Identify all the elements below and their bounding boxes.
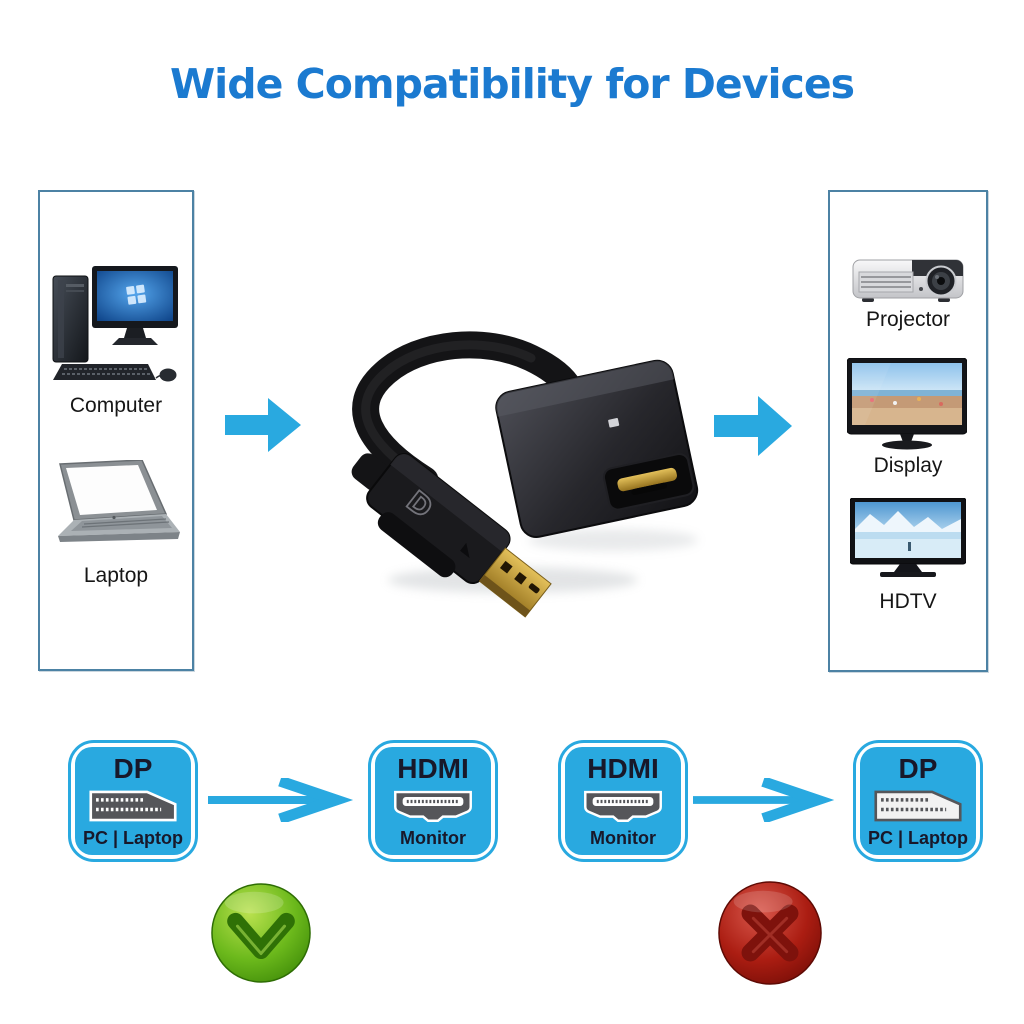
dp-connector-icon	[89, 790, 177, 822]
arrow-right-icon	[693, 778, 835, 822]
badge-subtitle-monitor: Monitor	[400, 828, 466, 848]
source-devices-panel: Computer Laptop	[38, 190, 194, 671]
badge-title-dp: DP	[113, 753, 153, 784]
hdmi-connector-icon	[394, 790, 472, 822]
badge-subtitle-monitor: Monitor	[590, 828, 656, 848]
badge-dp-source: DP PC | Laptop	[68, 740, 198, 862]
device-label-laptop: Laptop	[83, 564, 149, 587]
badge-dp-target: DP PC | Laptop	[853, 740, 983, 862]
hdmi-housing	[495, 359, 699, 538]
arrow-right-icon	[714, 396, 792, 456]
check-icon	[211, 883, 311, 983]
arrow-right-icon	[208, 778, 354, 822]
badge-hdmi-source: HDMI Monitor	[558, 740, 688, 862]
badge-title-hdmi: HDMI	[397, 753, 469, 784]
hdtv-icon	[850, 498, 966, 577]
badge-subtitle-pc-laptop: PC | Laptop	[867, 828, 969, 848]
badge-subtitle-pc-laptop: PC | Laptop	[82, 828, 184, 848]
hdmi-connector-icon	[584, 790, 662, 822]
target-devices-panel: Projector Display	[828, 190, 988, 672]
arrow-right-icon	[225, 398, 301, 452]
device-label-projector: Projector	[865, 308, 951, 331]
projector-icon	[852, 259, 964, 302]
device-label-computer: Computer	[69, 394, 163, 417]
badge-title-hdmi: HDMI	[587, 753, 659, 784]
display-icon	[847, 358, 967, 450]
device-label-hdtv: HDTV	[879, 590, 937, 613]
badge-hdmi-target: HDMI Monitor	[368, 740, 498, 862]
laptop-icon	[58, 460, 180, 542]
device-label-display: Display	[873, 454, 943, 477]
page-title: Wide Compatibility for Devices	[169, 60, 855, 108]
dp-plug: D	[351, 453, 552, 618]
desktop-computer-icon	[52, 266, 178, 382]
dp-connector-icon	[874, 790, 962, 822]
badge-title-dp: DP	[898, 753, 938, 784]
dp-to-hdmi-adapter-image: D	[351, 331, 699, 618]
cross-icon	[718, 881, 822, 985]
